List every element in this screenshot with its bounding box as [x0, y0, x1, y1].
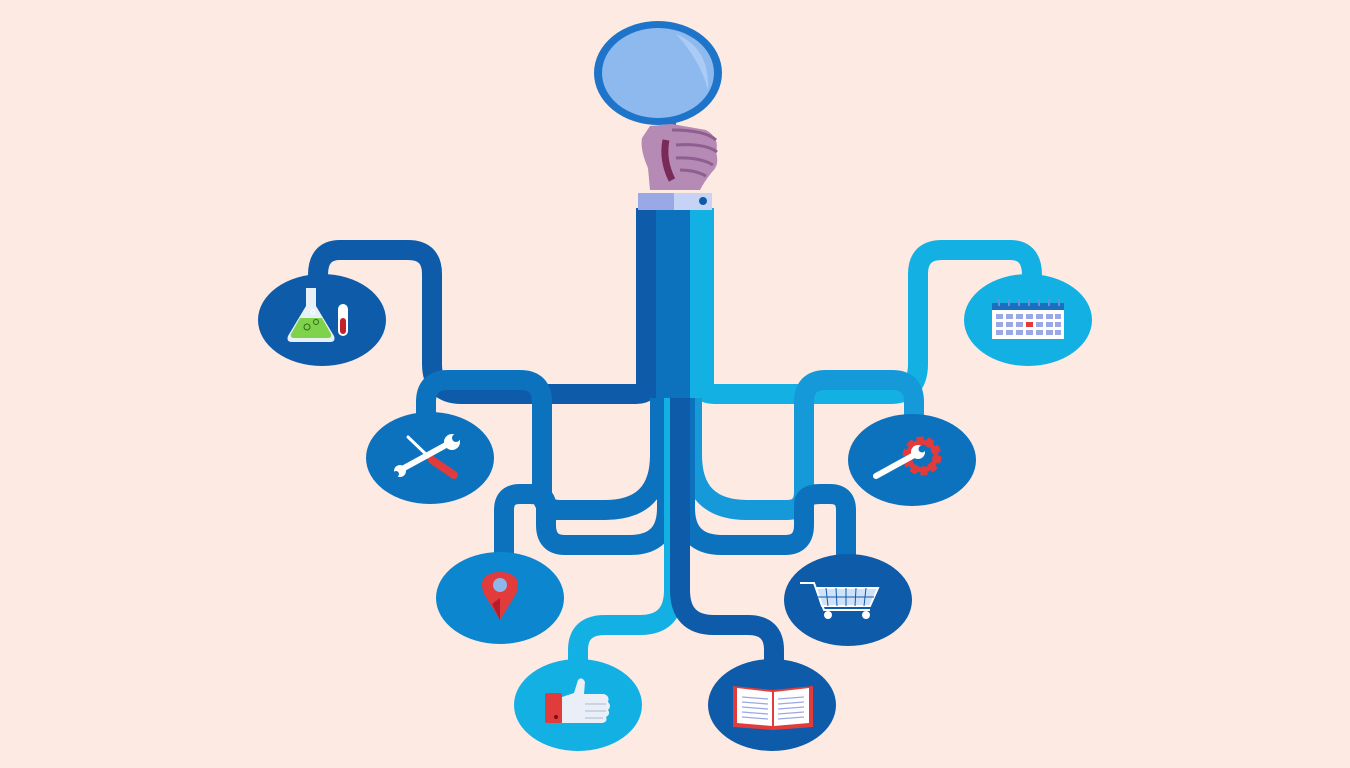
chemistry-flask-icon — [287, 288, 348, 342]
wrench-screwdriver-icon — [393, 434, 460, 479]
branch-tube-book — [670, 198, 784, 675]
location-pin-icon — [482, 572, 518, 620]
node-calendar — [964, 274, 1092, 366]
branch-tube-cart — [675, 198, 856, 565]
branch-tube-pin — [494, 198, 677, 565]
node-flask — [258, 274, 386, 366]
calendar-icon — [992, 299, 1064, 339]
cuff-button — [699, 197, 707, 205]
shopping-cart-icon — [800, 582, 880, 619]
node-gear — [848, 414, 976, 506]
open-book-icon — [733, 686, 813, 730]
hand — [641, 124, 718, 190]
gear-wrench-icon — [873, 436, 942, 479]
node-cart — [784, 554, 912, 646]
node-tools — [366, 412, 494, 504]
thumbs-up-icon — [545, 678, 610, 723]
arm-sleeve — [636, 193, 714, 398]
magnifier-lens — [602, 28, 714, 118]
node-thumbs-up — [514, 659, 642, 751]
node-location — [436, 552, 564, 644]
node-book — [708, 659, 836, 751]
